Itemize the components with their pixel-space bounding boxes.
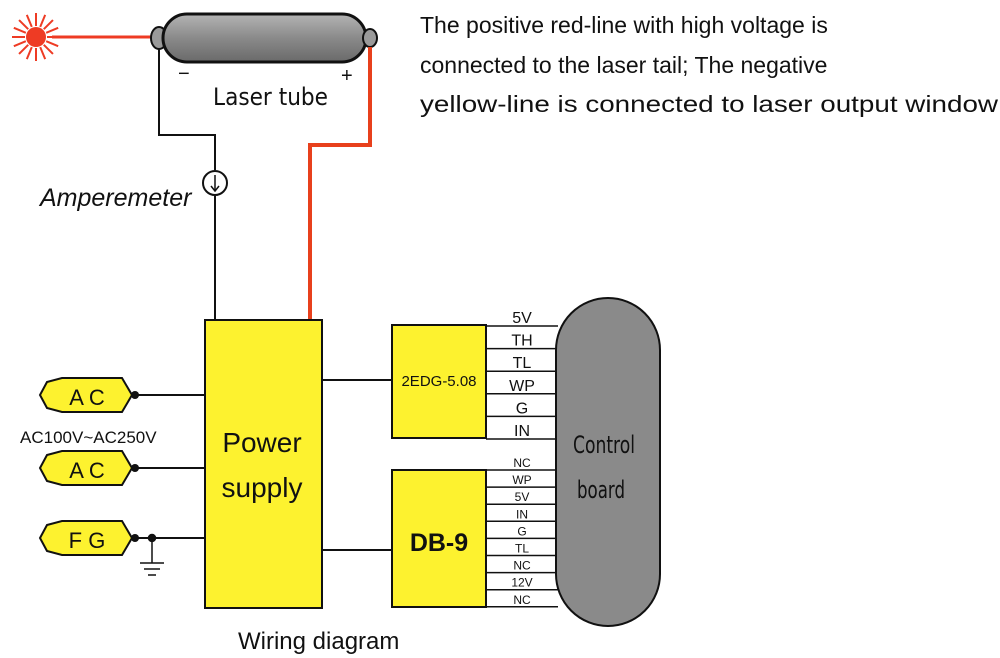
amperemeter-icon	[202, 170, 228, 196]
laser-burst-icon	[12, 13, 158, 61]
pin-label: NC	[513, 456, 531, 470]
laser-burst-ray	[25, 14, 33, 28]
control-board-label-line2: board	[577, 476, 625, 504]
pin-label: G	[516, 400, 528, 417]
laser-tube-plus: +	[341, 65, 353, 87]
pin-label: 5V	[515, 490, 530, 504]
laser-burst-ray	[39, 14, 47, 28]
laser-burst-ray	[18, 44, 29, 55]
pin-label: WP	[512, 473, 531, 487]
pin-label: 12V	[511, 576, 532, 590]
laser-tube: − + Laser tube	[150, 12, 378, 111]
laser-burst-ray	[43, 44, 54, 55]
ac-terminal-2: A C	[38, 450, 139, 486]
laser-burst-ray	[45, 40, 59, 48]
description-line-3: yellow-line is connected to laser output…	[420, 91, 998, 117]
ac-terminal-2-label: A C	[69, 458, 105, 483]
pin-label: WP	[509, 378, 535, 395]
pin-label: NC	[513, 593, 531, 607]
connector-2edg-pins: 5V TH TL WP G IN	[486, 310, 558, 440]
description-line-2: connected to the laser tail; The negativ…	[420, 52, 827, 78]
connector-2edg-box	[391, 324, 487, 439]
power-supply-label-line2: supply	[222, 472, 303, 503]
laser-burst-ray	[39, 46, 47, 60]
power-supply-label-line1: Power	[222, 427, 301, 458]
pin-label: NC	[513, 559, 531, 573]
ac-terminal-1: A C	[38, 377, 139, 413]
pin-label: 5V	[512, 310, 532, 327]
ground-icon	[140, 533, 164, 576]
laser-burst-ray	[43, 19, 54, 30]
power-supply-box	[204, 319, 323, 609]
laser-tube-minus: −	[178, 63, 190, 85]
positive-high-voltage-wire	[308, 47, 372, 320]
laser-burst-ray	[18, 19, 29, 30]
fg-terminal-label: F G	[69, 528, 106, 553]
pin-label: TL	[515, 542, 529, 556]
pin-label: G	[517, 524, 526, 538]
control-board	[555, 297, 661, 627]
laser-burst-ray	[25, 46, 33, 60]
amperemeter-label: Amperemeter	[38, 184, 193, 212]
pin-label: TL	[513, 355, 532, 372]
connector-db9-box	[391, 469, 487, 608]
laser-burst-ray	[13, 40, 27, 48]
laser-burst-ray	[13, 26, 27, 34]
connector-db9-pins: NC WP 5V IN G TL NC 12V NC	[486, 456, 558, 608]
laser-burst-ray	[45, 26, 59, 34]
pin-label: IN	[516, 507, 528, 521]
control-board-label-line1: Control	[573, 431, 635, 459]
connector-2edg-label: 2EDG-5.08	[401, 373, 476, 390]
connector-db9-label: DB-9	[410, 529, 468, 557]
pin-label: IN	[514, 423, 530, 440]
ac-terminal-1-label: A C	[69, 385, 105, 410]
diagram-caption: Wiring diagram	[238, 628, 399, 655]
voltage-range-label: AC100V~AC250V	[20, 428, 157, 447]
fg-terminal: F G	[38, 520, 139, 556]
laser-tube-label: Laser tube	[213, 83, 328, 111]
pin-label: TH	[511, 333, 532, 350]
description-line-1: The positive red-line with high voltage …	[420, 12, 828, 38]
negative-wire	[158, 49, 216, 170]
